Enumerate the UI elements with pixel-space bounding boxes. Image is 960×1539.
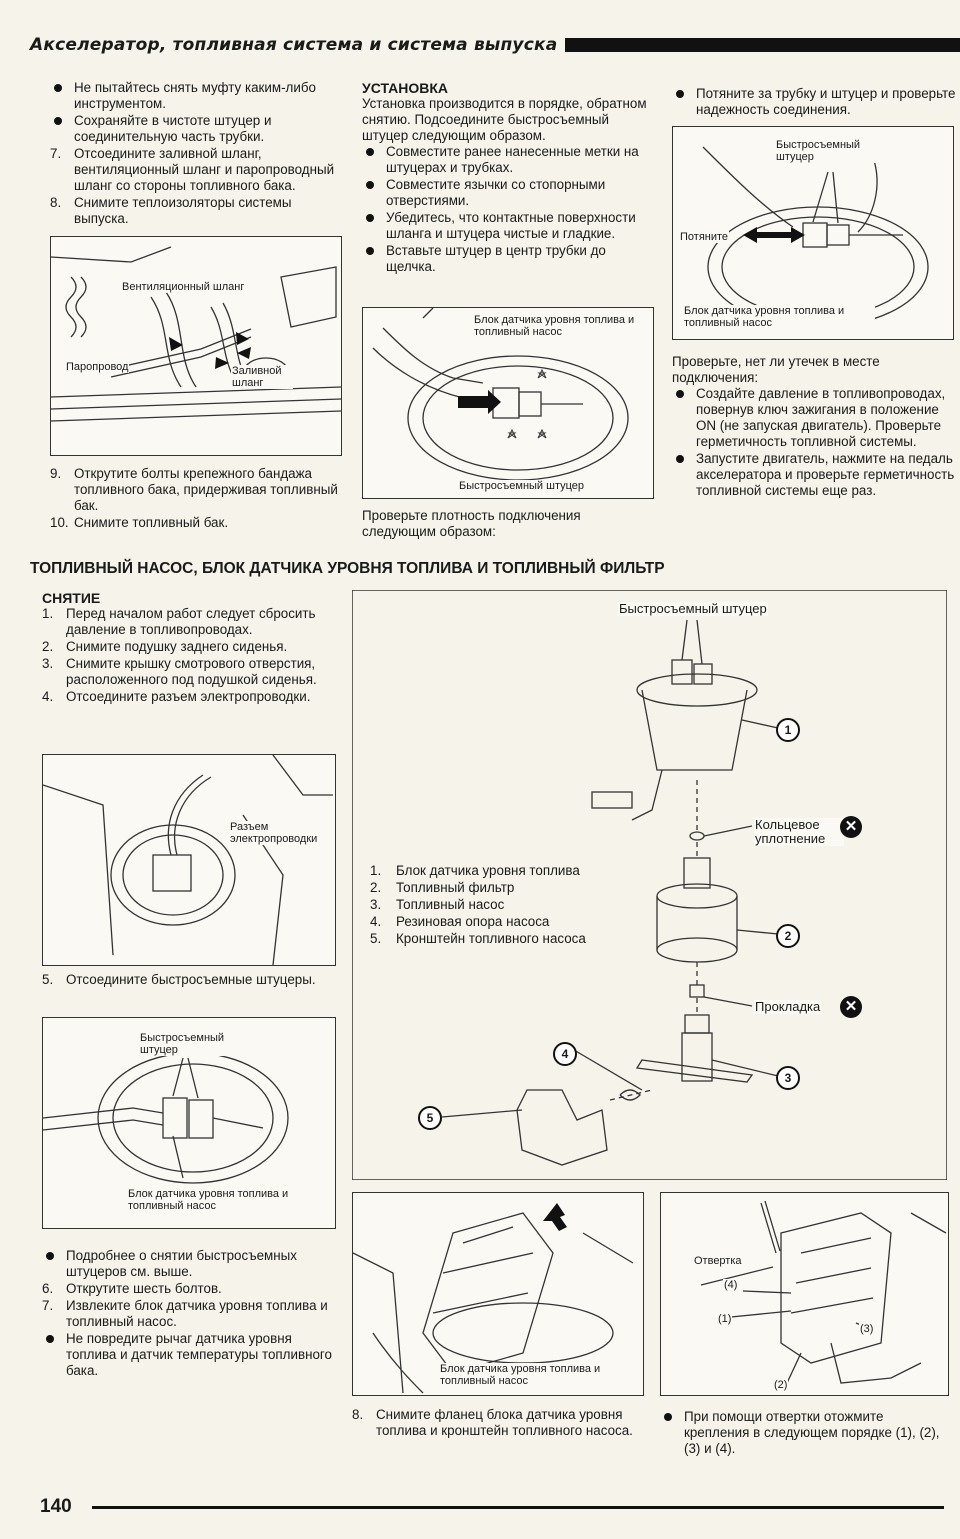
- list-item: Не пытайтесь снять муфту каким-либо инст…: [50, 80, 340, 112]
- pull-check-drawing: [702, 146, 929, 328]
- callout-3: 3: [776, 1066, 800, 1090]
- label-clip-2: (2): [773, 1379, 789, 1391]
- fuel-hoses-drawing: [51, 246, 341, 422]
- heading-installation: УСТАНОВКА: [362, 80, 449, 96]
- label-unit: Блок датчика уровня топлива и топливный …: [683, 305, 875, 329]
- col2-text-2: Проверьте плотность подключения следующи…: [362, 508, 652, 540]
- label-unit: Блок датчика уровня топлива и топливный …: [127, 1188, 329, 1212]
- screwdriver-drawing: [700, 1200, 947, 1384]
- page-header-title: Акселератор, топливная система и система…: [30, 35, 558, 55]
- label-vapor-line: Паропровод: [65, 361, 130, 373]
- list-item: Запустите двигатель, нажмите на педаль а…: [672, 451, 957, 499]
- list-item: При помощи отвертки отожмите крепления в…: [660, 1409, 947, 1457]
- quick-connectors-drawing: [43, 1052, 289, 1184]
- figure-unit-removal: Блок датчика уровня топлива и топливный …: [352, 1192, 644, 1396]
- list-item: 2.Снимите подушку заднего сиденья.: [42, 639, 288, 654]
- page-number: 140: [40, 1496, 72, 1517]
- list-item: 3.Снимите крышку смотрового отверстия, р…: [42, 656, 317, 687]
- list-item: Вставьте штуцер в центр трубки до щелчка…: [362, 243, 652, 275]
- list-item: Совместите ранее нанесенные метки на шту…: [362, 144, 652, 176]
- legend-item: 5.Кронштейн топливного насоса: [370, 931, 586, 946]
- list-item: 5.Отсоедините быстросъемные штуцеры.: [42, 972, 316, 987]
- footer-rule: [92, 1506, 944, 1509]
- do-not-reuse-icon: ✕: [840, 816, 862, 838]
- col1-text: Не пытайтесь снять муфту каким-либо инст…: [50, 80, 340, 228]
- list-item: Сохраняйте в чистоте штуцер и соединител…: [50, 113, 340, 145]
- installation-intro: Установка производится в порядке, обратн…: [362, 96, 647, 143]
- label-o-ring: Кольцевое уплотнение: [754, 818, 844, 846]
- label-wiring-connector: Разъем электропроводки: [229, 821, 318, 845]
- unit-removal-drawing: [353, 1203, 634, 1394]
- list-item: Убедитесь, что контактные поверхности шл…: [362, 210, 652, 242]
- figure-wiring-connector: Разъем электропроводки: [42, 754, 336, 966]
- list-item: 8.Снимите фланец блока датчика уровня то…: [352, 1407, 633, 1438]
- removal-text: СНЯТИЕ 1.Перед началом работ следует сбр…: [42, 590, 337, 706]
- label-connector: Быстросъемный штуцер: [775, 139, 887, 163]
- list-item: Совместите язычки со стопорными отверсти…: [362, 177, 652, 209]
- list-item: Подробнее о снятии быстросъемных штуцеро…: [42, 1248, 337, 1280]
- check-connection: Проверьте плотность подключения следующи…: [362, 508, 581, 539]
- bottom-right-text: При помощи отвертки отожмите крепления в…: [660, 1409, 947, 1458]
- label-pull: Потяните: [679, 231, 730, 243]
- figure-exploded-view: Быстросъемный штуцер Кольцевое уплотнени…: [352, 590, 947, 1180]
- list-item: 6.Открутите шесть болтов.: [42, 1281, 222, 1296]
- callout-1: 1: [776, 718, 800, 742]
- header-rule: [565, 38, 960, 52]
- heading-removal: СНЯТИЕ: [42, 590, 101, 606]
- col2-text: УСТАНОВКА Установка производится в поряд…: [362, 80, 652, 276]
- list-item: 1.Перед началом работ следует сбросить д…: [42, 606, 316, 637]
- label-vent-hose: Вентиляционный шланг: [121, 281, 246, 293]
- wiring-connector-drawing: [43, 755, 333, 965]
- legend-item: 2.Топливный фильтр: [370, 880, 515, 895]
- figure-pull-check: Быстросъемный штуцер Потяните Блок датчи…: [672, 126, 954, 340]
- bottom-mid-text: 8.Снимите фланец блока датчика уровня то…: [352, 1407, 642, 1440]
- callout-4: 4: [553, 1042, 577, 1066]
- list-item: 4.Отсоедините разъем электропроводки.: [42, 689, 311, 704]
- list-item: 8.Снимите теплоизоляторы системы выпуска…: [50, 195, 292, 226]
- list-item: 7.Извлеките блок датчика уровня топлива …: [42, 1298, 328, 1329]
- label-clip-3: (3): [859, 1323, 875, 1335]
- removal-text-3: Подробнее о снятии быстросъемных штуцеро…: [42, 1248, 337, 1380]
- callout-5: 5: [418, 1106, 442, 1130]
- legend-item: 4.Резиновая опора насоса: [370, 914, 550, 929]
- label-gasket: Прокладка: [754, 999, 822, 1014]
- legend-item: 1.Блок датчика уровня топлива: [370, 863, 580, 878]
- col1-text-2: 9.Открутите болты крепежного бандажа топ…: [50, 466, 340, 532]
- list-item: 10.Снимите топливный бак.: [50, 515, 229, 530]
- list-item: Не повредите рычаг датчика уровня топлив…: [42, 1331, 337, 1379]
- list-item: Создайте давление в топливопроводах, пов…: [672, 386, 957, 450]
- section-title: ТОПЛИВНЫЙ НАСОС, БЛОК ДАТЧИКА УРОВНЯ ТОП…: [30, 560, 665, 577]
- callout-2: 2: [776, 924, 800, 948]
- label-screwdriver: Отвертка: [693, 1255, 743, 1267]
- list-item: 7.Отсоедините заливной шланг, вентиляцио…: [50, 146, 335, 193]
- page-header: Акселератор, топливная система и система…: [30, 30, 960, 60]
- exploded-view-drawing: [352, 590, 947, 1180]
- col3-text: Потяните за трубку и штуцер и проверьте …: [672, 86, 957, 119]
- leak-check: Проверьте, нет ли утечек в месте подключ…: [672, 354, 880, 385]
- label-clip-4: (4): [723, 1279, 739, 1291]
- label-filler-hose: Заливной шланг: [231, 365, 293, 389]
- label-clip-1: (1): [717, 1313, 733, 1325]
- list-item: Потяните за трубку и штуцер и проверьте …: [672, 86, 957, 118]
- label-unit: Блок датчика уровня топлива и топливный …: [473, 314, 650, 338]
- parts-legend: 1.Блок датчика уровня топлива 2.Топливны…: [370, 862, 586, 947]
- col3-text-2: Проверьте, нет ли утечек в месте подключ…: [672, 354, 957, 500]
- figure-connector-install: Блок датчика уровня топлива и топливный …: [362, 307, 654, 499]
- removal-text-2: 5.Отсоедините быстросъемные штуцеры.: [42, 972, 337, 989]
- label-connector: Быстросъемный штуцер: [458, 480, 586, 492]
- label-connector: Быстросъемный штуцер: [139, 1032, 251, 1056]
- label-quick-connector: Быстросъемный штуцер: [618, 601, 768, 616]
- figure-quick-connectors: Быстросъемный штуцер Блок датчика уровня…: [42, 1017, 336, 1229]
- do-not-reuse-icon: ✕: [840, 996, 862, 1018]
- figure-screwdriver: Отвертка (4) (1) (3) (2): [660, 1192, 949, 1396]
- figure-fuel-hoses: Вентиляционный шланг Паропровод Заливной…: [50, 236, 342, 456]
- legend-item: 3.Топливный насос: [370, 897, 505, 912]
- list-item: 9.Открутите болты крепежного бандажа топ…: [50, 466, 338, 513]
- label-unit: Блок датчика уровня топлива и топливный …: [439, 1363, 641, 1387]
